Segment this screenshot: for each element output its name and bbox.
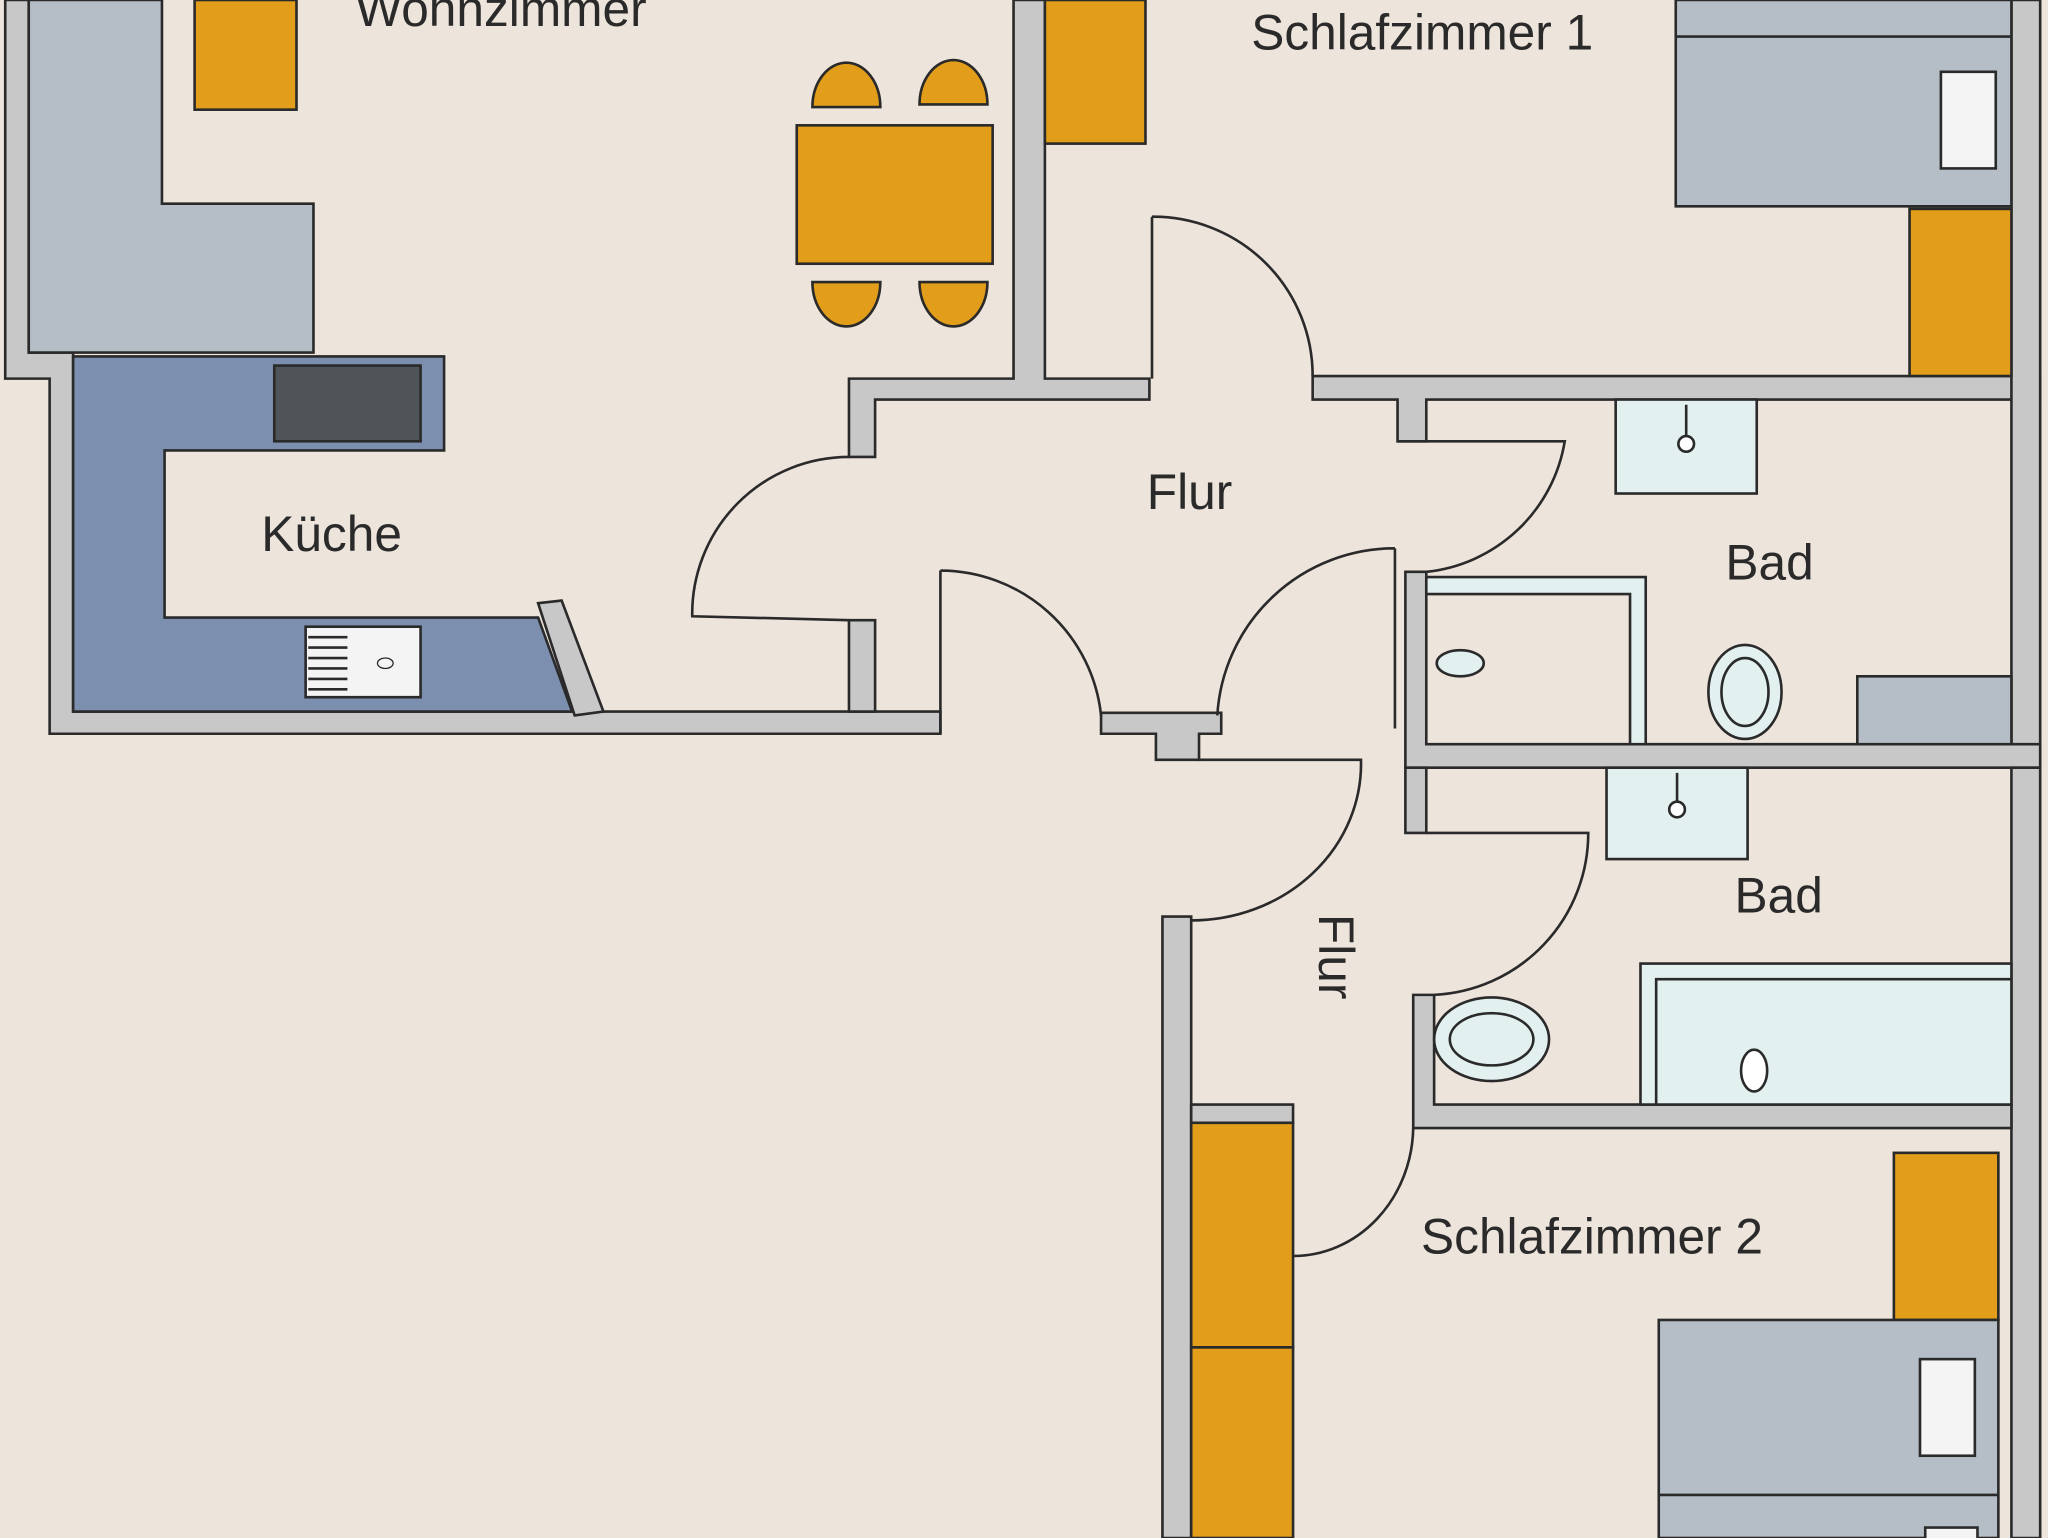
bed — [1674, 0, 2013, 208]
nightstand — [1908, 207, 2013, 378]
room-label-schlafzimmer-2: Schlafzimmer 2 — [1421, 1208, 1763, 1264]
sink-drain — [376, 657, 394, 670]
room-label-kueche: Küche — [261, 506, 402, 562]
chair — [811, 61, 882, 109]
chair — [918, 280, 989, 328]
bathtub — [1639, 962, 2013, 1106]
room-label-bad-2: Bad — [1735, 868, 1823, 924]
walls — [3, 0, 2042, 1538]
room-label-flur: Flur — [1147, 464, 1232, 520]
shower-drain — [1435, 648, 1486, 678]
shower — [1424, 575, 1648, 746]
pillow — [1939, 70, 1998, 170]
sink-drainboard — [308, 635, 348, 691]
kitchen-counter — [71, 355, 574, 713]
wardrobe — [1189, 1346, 1295, 1538]
nightstand — [1892, 1151, 2000, 1322]
sofa — [193, 0, 298, 111]
chair — [918, 58, 989, 106]
doors — [690, 215, 1590, 1258]
tub-drain — [1739, 1048, 1769, 1093]
sink — [304, 625, 422, 699]
pillow — [1918, 1357, 1977, 1458]
toilet — [1432, 996, 1551, 1083]
wardrobe — [1043, 0, 1147, 145]
room-label-schlafzimmer-1: Schlafzimmer 1 — [1251, 5, 1593, 61]
room-label-bad-1: Bad — [1725, 535, 1813, 591]
chair — [811, 280, 882, 328]
dining-table — [795, 124, 994, 266]
wardrobe — [1189, 1121, 1295, 1349]
cabinet — [1856, 674, 2013, 746]
cabinet-block — [27, 0, 315, 354]
room-label-flur-2: Flur — [1308, 914, 1364, 999]
room-label-wohnzimmer: Wohnzimmer — [355, 0, 646, 37]
stove — [272, 364, 422, 443]
